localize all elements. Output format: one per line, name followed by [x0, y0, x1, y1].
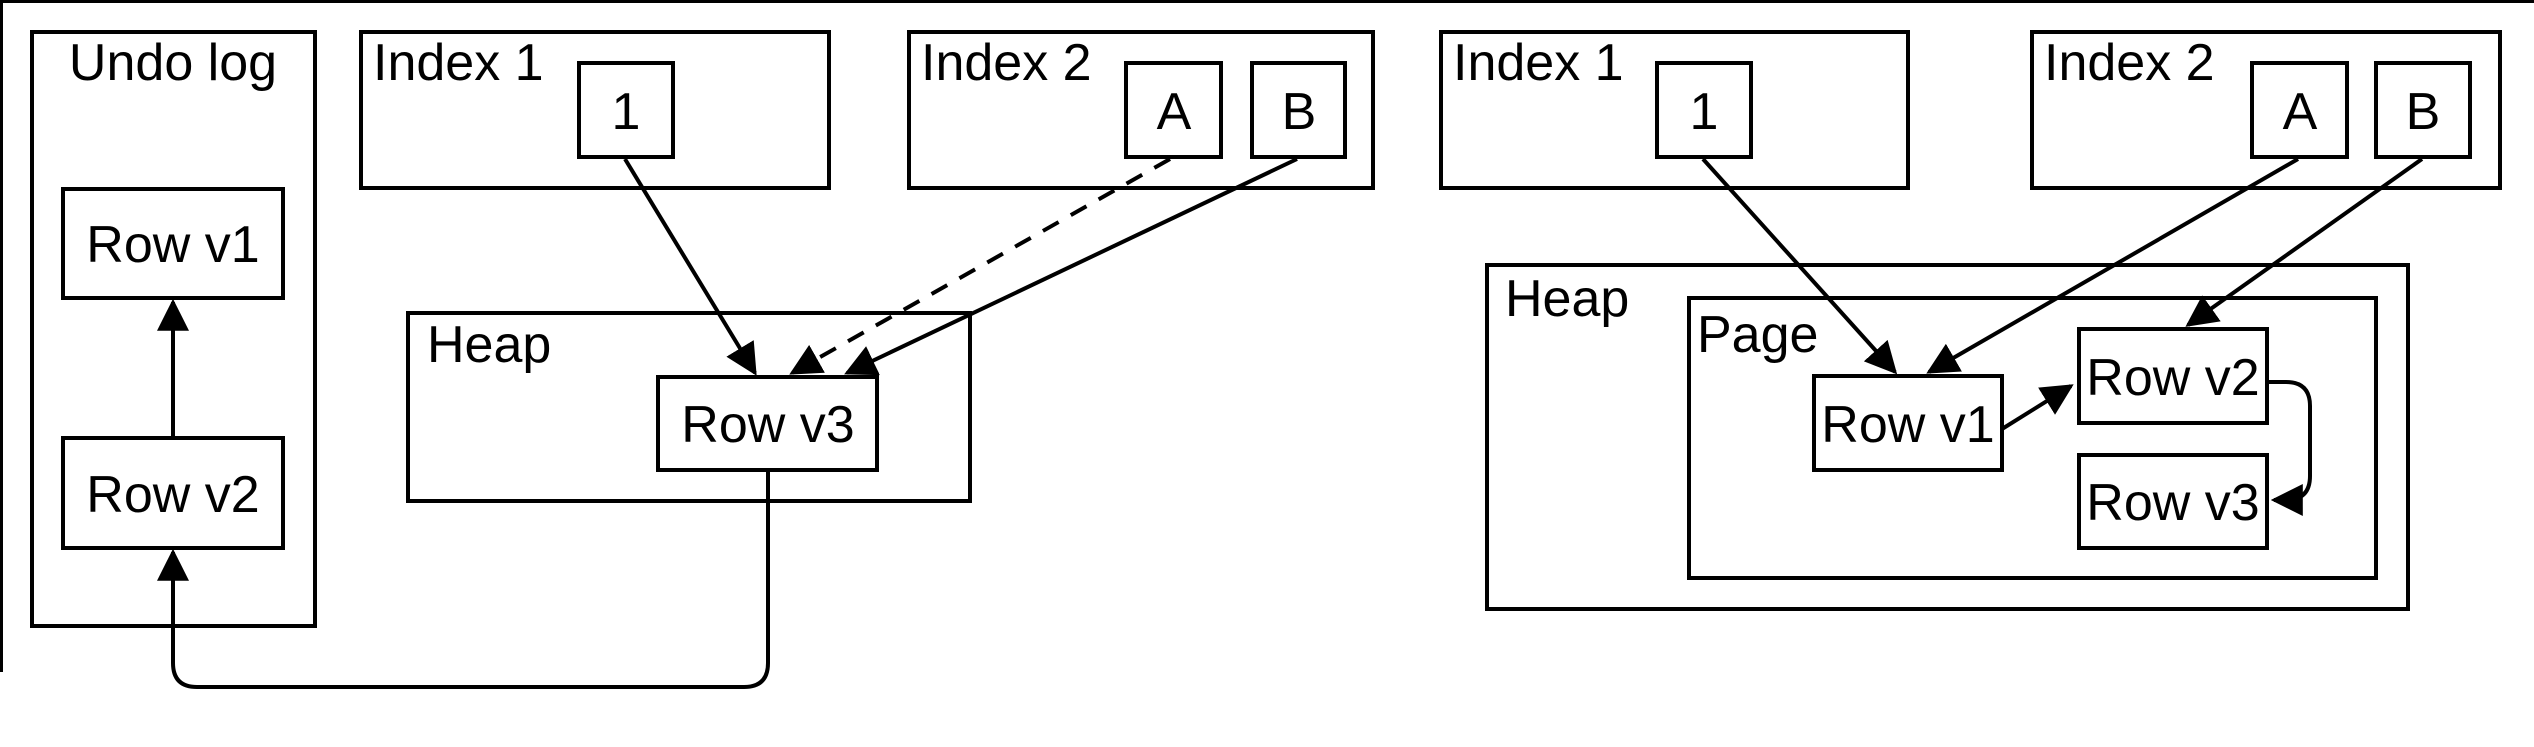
page-row-v3-label: Row v3 — [2086, 474, 2259, 532]
undo-log-label: Undo log — [69, 34, 277, 92]
left-index2-entry-b-label: B — [1282, 83, 1317, 141]
left-heap-row-v3-box — [656, 375, 879, 472]
left-diagram: Undo log Row v1 Row v2 Index 1 1 Index 2… — [30, 30, 1375, 689]
undo-row-v1-label: Row v1 — [86, 216, 259, 274]
page-row-v1-label: Row v1 — [1821, 396, 1994, 454]
arrow-rowv2-to-rowv3-curve — [2267, 380, 2312, 516]
page-row-v2-box — [2077, 327, 2269, 425]
arrow-index1-to-rowv3 — [623, 157, 757, 376]
right-index2-entry-a-box — [2250, 61, 2349, 159]
arrow-index2a-to-rowv3-dashed — [789, 157, 1171, 375]
right-index1-label: Index 1 — [1453, 34, 1624, 92]
frame-left-border — [0, 0, 3, 672]
right-index1-entry-label: 1 — [1690, 83, 1719, 141]
page-row-v3-box — [2077, 453, 2269, 550]
right-index2-entry-b-label: B — [2406, 83, 2441, 141]
arrow-index2b-to-rowv3 — [844, 157, 1298, 376]
page-row-v1-box — [1812, 374, 2004, 472]
right-index2-entry-b-box — [2374, 61, 2472, 159]
undo-row-v2-label: Row v2 — [86, 466, 259, 524]
right-page-label: Page — [1697, 306, 1818, 364]
page-row-v2-label: Row v2 — [2086, 349, 2259, 407]
left-heap-label: Heap — [427, 316, 551, 374]
arrow-rowv1-to-rowv2 — [2000, 384, 2074, 431]
left-index2-entry-a-label: A — [1157, 83, 1192, 141]
left-index1-entry-box — [577, 61, 675, 159]
right-index1-entry-box — [1655, 61, 1753, 159]
right-index2-label: Index 2 — [2044, 34, 2215, 92]
arrow-right-index1-to-rowv1 — [1701, 157, 1898, 375]
arrow-rowv3-to-rowv2-chain — [157, 470, 770, 689]
right-heap-label: Heap — [1505, 270, 1629, 328]
left-index1-label: Index 1 — [373, 34, 544, 92]
undo-row-v1-box — [61, 187, 285, 300]
left-heap-row-v3-label: Row v3 — [681, 396, 854, 454]
left-index2-entry-b-box — [1250, 61, 1347, 159]
arrow-right-index2a-to-rowv1 — [1926, 157, 2299, 374]
left-index2-label: Index 2 — [921, 34, 1092, 92]
left-index1-entry-label: 1 — [612, 83, 641, 141]
frame-top-border — [0, 0, 2534, 3]
left-index2-entry-a-box — [1124, 61, 1223, 159]
arrow-right-index2b-to-rowv2 — [2185, 157, 2424, 327]
right-index2-entry-a-label: A — [2283, 83, 2318, 141]
right-diagram: Index 1 1 Index 2 A B Heap Page Row v1 R… — [1439, 30, 2502, 611]
